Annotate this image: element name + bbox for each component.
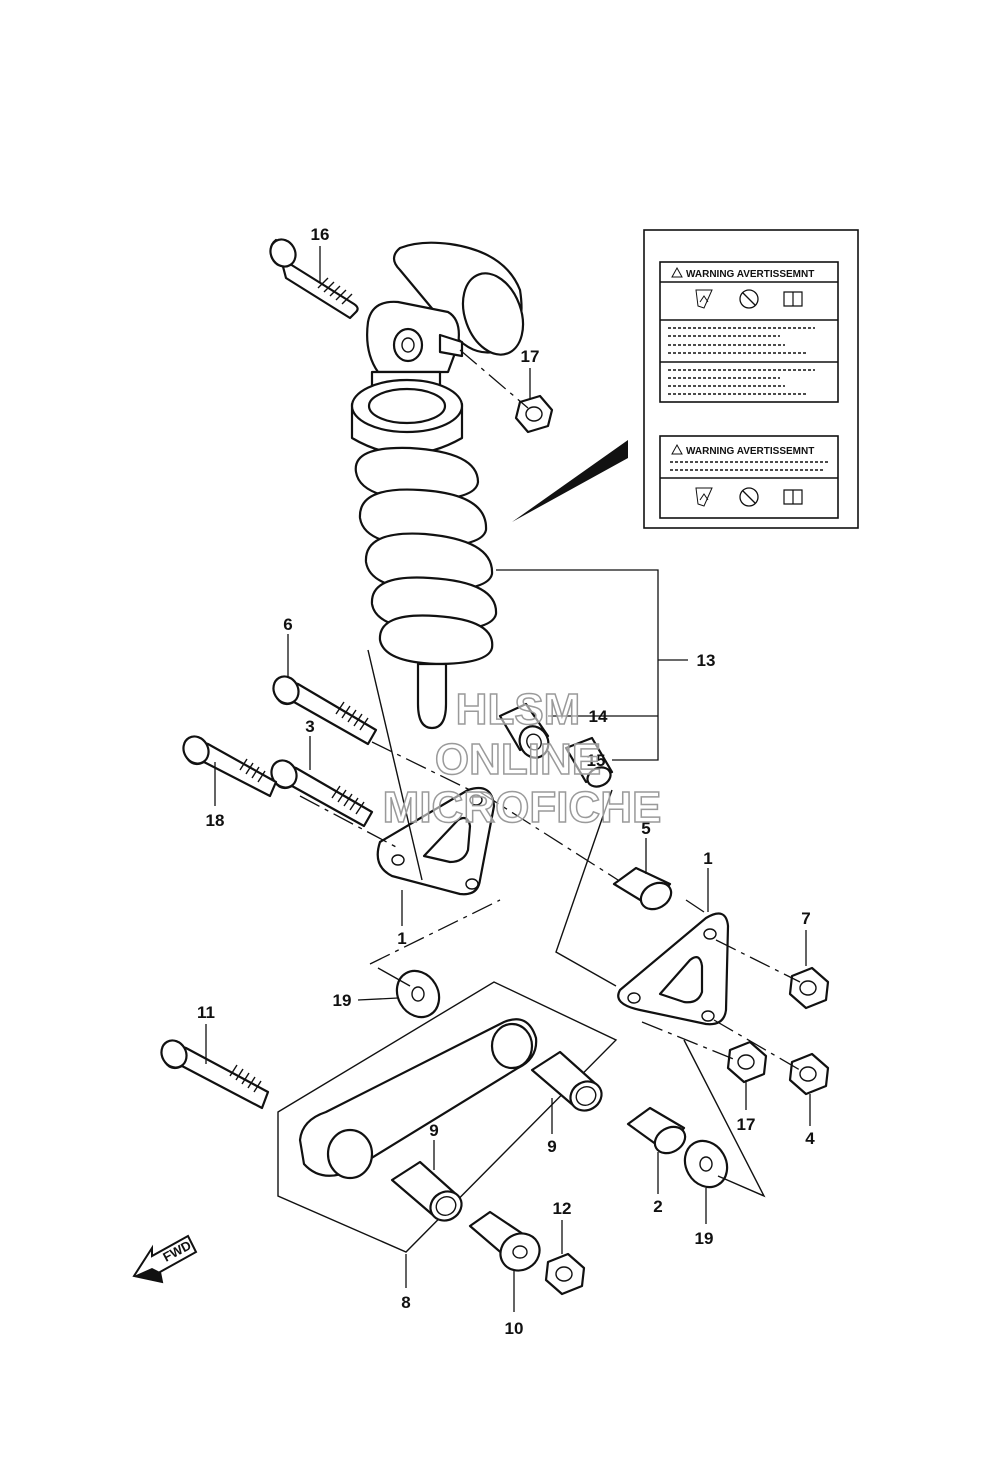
callout-17-upper: 17 [521,347,540,366]
bracket-1-right [617,912,730,1026]
watermark: HLSM ONLINE MICROFICHE [382,684,662,833]
bracket-1-left [376,786,496,896]
callout-13: 13 [697,651,716,670]
coil-spring [354,446,498,666]
explosion-icon [695,487,713,507]
warning-label-inset: WARNING AVERTISSEMNT [512,229,859,529]
callout-12: 12 [553,1199,572,1218]
callout-15: 15 [587,751,606,770]
callout-9-lower: 9 [429,1121,438,1140]
callout-numbers: 16 17 13 14 15 6 3 18 5 1 1 7 19 11 17 4… [197,225,815,1338]
callout-19-upper: 19 [333,991,352,1010]
no-fire-icon [739,289,759,309]
spring-adjuster-collar [350,378,464,456]
washer-19-upper [395,969,441,1019]
callout-2: 2 [653,1197,662,1216]
nut-17-upper [514,394,554,434]
warning-label-upper: WARNING AVERTISSEMNT [659,261,839,403]
shock-collar [564,736,614,788]
shock-reservoir [392,241,525,356]
bolt-16 [269,238,359,320]
bolt-3 [270,759,374,828]
washer-19-lower [683,1139,729,1189]
rear-shock-absorber [350,241,614,788]
shock-bushing [498,702,550,759]
callout-1-right: 1 [703,849,712,868]
cushion-rod-assembly [277,981,618,1253]
callout-9-upper: 9 [547,1137,556,1156]
callout-10: 10 [505,1319,524,1338]
warning-triangle-icon [671,443,683,455]
manual-book-icon [783,291,803,307]
explosion-icon [695,289,713,309]
callout-14: 14 [589,707,608,726]
nut-7 [788,966,830,1010]
callout-11: 11 [197,1003,215,1022]
callout-3: 3 [305,717,314,736]
needle-bearing-9-upper [530,1050,603,1112]
fwd-arrow-icon: FWD [132,1234,198,1284]
nut-17-lower [726,1040,768,1084]
callout-4: 4 [805,1129,815,1148]
watermark-line-2: ONLINE [435,735,601,784]
callout-19-lower: 19 [695,1229,714,1248]
shock-top-eye [366,300,464,374]
no-fire-icon [739,487,759,507]
nut-12 [544,1252,586,1296]
watermark-line-1: HLSM [456,685,581,734]
manual-book-icon [783,489,803,505]
collar-2 [626,1106,687,1155]
callout-17-lower: 17 [737,1115,756,1134]
collar-10 [468,1210,541,1272]
callout-16: 16 [311,225,330,244]
callout-5: 5 [641,819,650,838]
warning-label-lower: WARNING AVERTISSEMNT [659,435,839,519]
bolt-6 [272,675,378,746]
bolt-11 [160,1039,270,1110]
callout-18: 18 [206,811,225,830]
bolt-18 [182,735,278,798]
lower-warning-title: WARNING AVERTISSEMNT [686,446,814,457]
needle-bearing-9-lower [390,1160,463,1222]
callout-7: 7 [801,909,810,928]
nut-4 [788,1052,830,1096]
callout-8: 8 [401,1293,410,1312]
shock-bottom-eye [416,662,448,730]
watermark-line-3: MICROFICHE [383,783,662,832]
leader-lines [205,246,811,1312]
inset-pointer [512,440,628,522]
callout-1-left: 1 [397,929,406,948]
callout-6: 6 [283,615,292,634]
collar-5 [612,866,673,911]
upper-warning-title: WARNING AVERTISSEMNT [686,269,814,280]
warning-triangle-icon [671,266,683,278]
